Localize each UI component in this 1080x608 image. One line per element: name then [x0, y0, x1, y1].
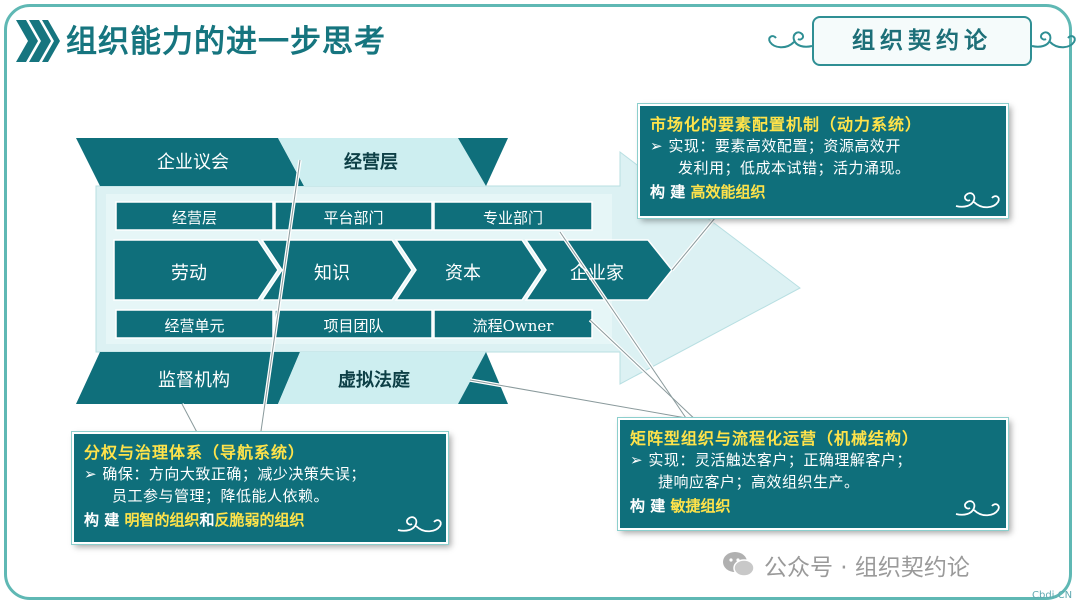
bottom-band-right-label: 虚拟法庭	[338, 370, 410, 391]
row1-label-1: 经营层	[171, 209, 217, 227]
connector-1	[259, 159, 301, 439]
cloud-ornament-right-icon	[1031, 31, 1076, 49]
row1-label-2: 平台部门	[323, 209, 384, 227]
callout-matrix-line1: ➢ 实现：灵活触达客户；正确理解客户；	[630, 451, 912, 469]
row1-cell-3	[433, 201, 593, 231]
top-band-left-label: 企业议会	[157, 152, 229, 173]
row1-cell-1	[115, 201, 274, 231]
callout-governance-cloud-icon	[397, 516, 442, 533]
callout-governance-build: 构 建 明智的组织和反脆弱的组织	[84, 511, 305, 529]
row3-label-3: 流程Owner	[472, 317, 554, 335]
bottom-band-left	[76, 352, 300, 404]
brand-badge: 组织契约论	[812, 16, 1032, 66]
callout-matrix-line2: 捷响应客户；高效组织生产。	[658, 473, 860, 491]
callout-matrix-title: 矩阵型组织与流程化运营（机械结构）	[630, 429, 920, 448]
brand-badge-text: 组织契约论	[852, 27, 992, 54]
corner-watermark: Cbdi.CN	[1032, 590, 1073, 601]
chevron-label-1: 劳动	[171, 263, 207, 284]
bottom-band-tail	[458, 352, 508, 404]
callout-governance-line1: ➢ 确保：方向大致正确；减少决策失误；	[84, 465, 366, 483]
chevron-label-2: 知识	[314, 263, 350, 284]
chevron-1	[113, 239, 279, 301]
chevron-3	[394, 239, 543, 301]
row1-label-3: 专业部门	[482, 209, 543, 227]
top-band-tail	[458, 138, 508, 186]
top-band-left	[76, 138, 304, 186]
cloud-ornament-left-icon	[768, 31, 813, 49]
bottom-band-right	[278, 352, 486, 404]
bottom-band-left-label: 监督机构	[158, 370, 230, 391]
callout-governance: 分权与治理体系（导航系统） ➢ 确保：方向大致正确；减少决策失误； 员工参与管理…	[72, 432, 448, 544]
callout-market-line2: 发利用；低成本试错；活力涌现。	[678, 159, 911, 177]
connector-6	[469, 379, 721, 425]
row1-cell-2	[274, 201, 433, 231]
top-band-right	[278, 138, 486, 186]
callout-matrix-build: 构 建 敏捷组织	[630, 497, 731, 515]
callout-governance-title: 分权与治理体系（导航系统）	[84, 443, 306, 462]
callout-matrix: 矩阵型组织与流程化运营（机械结构） ➢ 实现：灵活触达客户；正确理解客户； 捷响…	[618, 418, 1008, 530]
callout-market-build: 构 建 高效能组织	[650, 183, 766, 201]
row3-label-1: 经营单元	[164, 317, 225, 335]
callout-market-cloud-icon	[955, 192, 1000, 209]
connector-5	[589, 319, 701, 425]
chevron-2	[260, 239, 413, 301]
wechat-icon	[723, 552, 755, 577]
connector-3	[671, 211, 721, 271]
chevron-label-3: 资本	[445, 263, 481, 284]
callout-market-line1: ➢ 实现：要素高效配置；资源高效开	[650, 137, 901, 155]
callout-market: 市场化的要素配置机制（动力系统） ➢ 实现：要素高效配置；资源高效开 发利用；低…	[638, 104, 1008, 218]
row3-cell-1	[115, 309, 274, 339]
chevron-label-4: 企业家	[570, 263, 624, 284]
row3-cell-3	[433, 309, 593, 339]
watermark-text: 公众号 · 组织契约论	[764, 555, 970, 581]
callout-governance-line2: 员工参与管理；降低能人依赖。	[112, 487, 330, 505]
connector-4	[559, 231, 691, 425]
title-chevron-icon	[16, 20, 60, 62]
page-title: 组织能力的进一步思考	[66, 24, 386, 60]
callout-matrix-cloud-icon	[955, 500, 1000, 517]
row3-label-2: 项目团队	[323, 317, 384, 335]
row3-cell-2	[274, 309, 433, 339]
callout-market-title: 市场化的要素配置机制（动力系统）	[650, 115, 923, 134]
chevron-4	[524, 239, 673, 301]
top-band-right-label: 经营层	[344, 152, 398, 173]
